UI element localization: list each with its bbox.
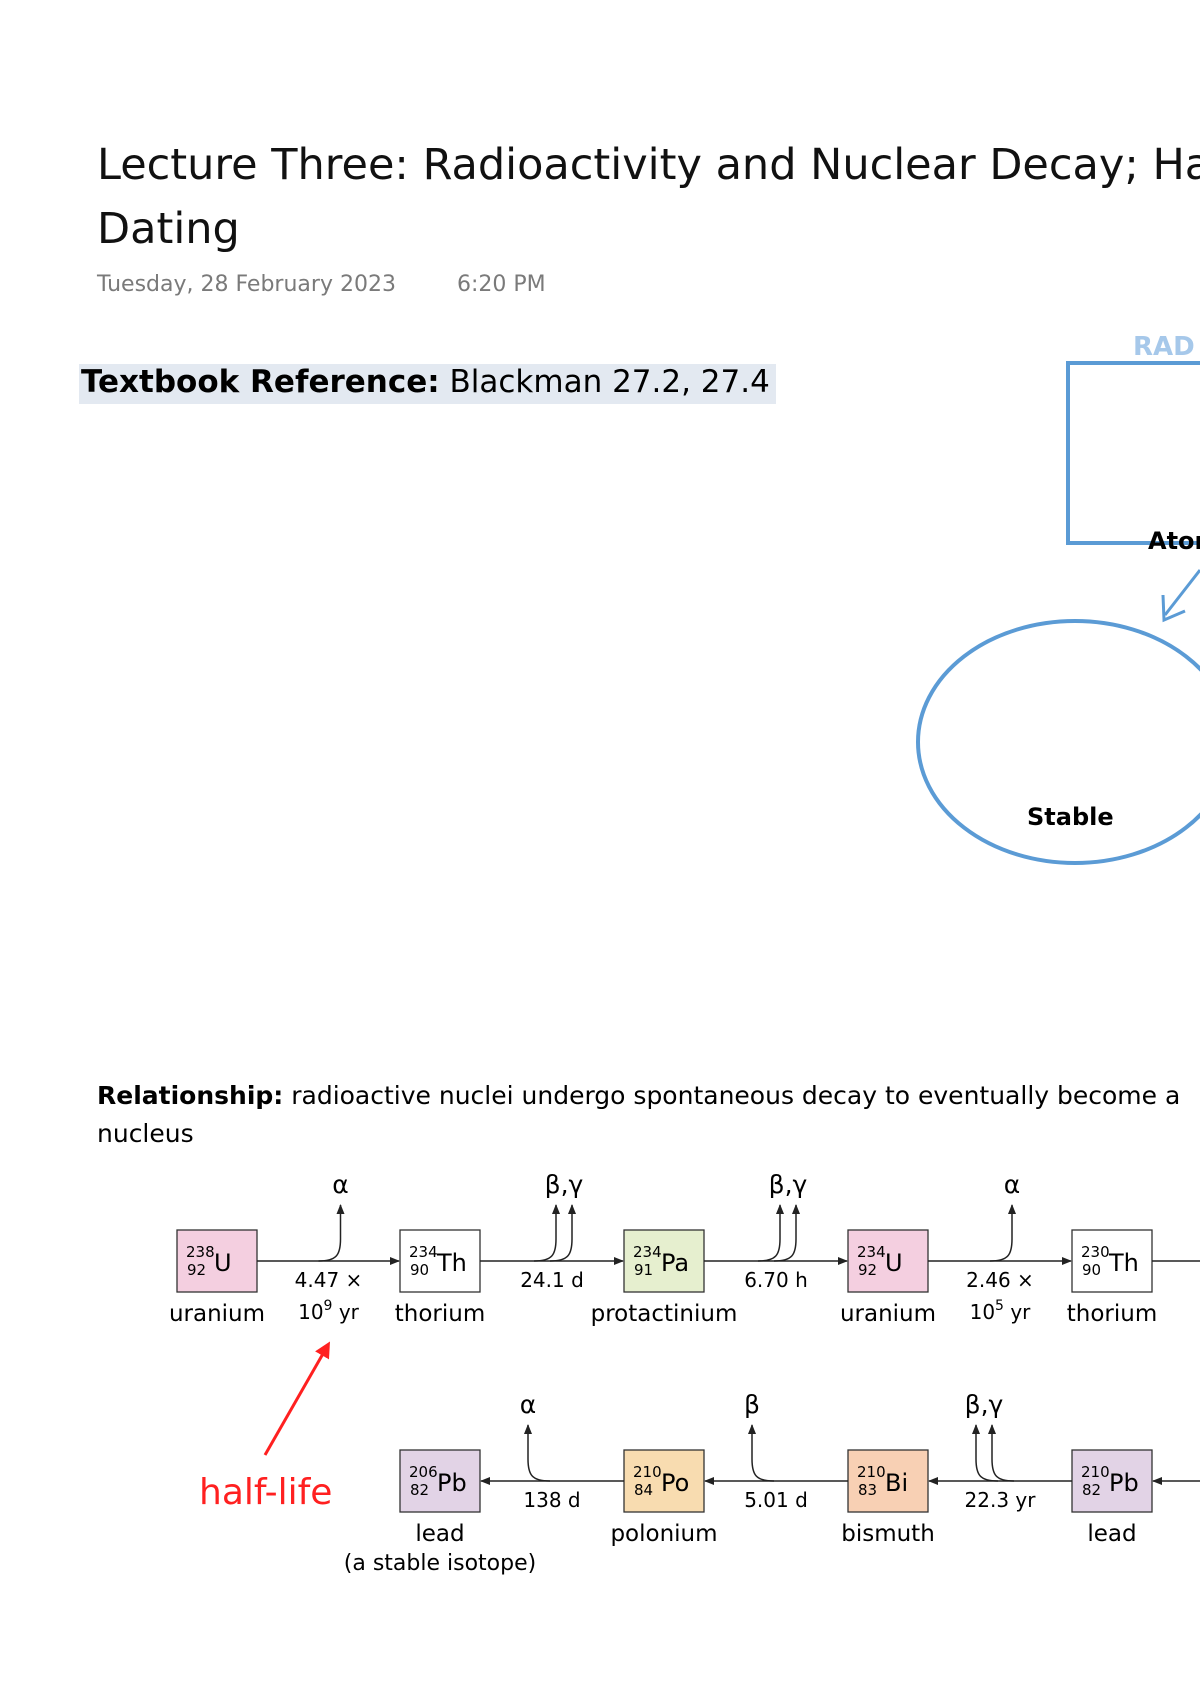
half-life-annotation-arrow (263, 1341, 330, 1456)
row1-isotope-1-atomic: 92 (187, 1261, 206, 1279)
row1-isotope-3-atomic: 91 (634, 1261, 653, 1279)
row2-step-2-halflife: 5.01 d (744, 1488, 808, 1512)
row2-isotope-3-mass: 210 (857, 1463, 886, 1481)
row1-isotope-1-name: uranium (169, 1301, 265, 1327)
row2-isotope-2-name: polonium (610, 1521, 717, 1547)
row2-step-2-emission-label: β (744, 1390, 760, 1419)
relationship-line-1: Relationship: radioactive nuclei undergo… (97, 1077, 1200, 1115)
row2-isotope-4-name: lead (1087, 1521, 1136, 1547)
row1-step-3-emission-arrow (757, 1204, 784, 1262)
row2-isotope-1-note: (a stable isotope) (344, 1551, 536, 1575)
relationship-text-1: radioactive nuclei undergo spontaneous d… (283, 1081, 1181, 1110)
row1-isotope-5-atomic: 90 (1082, 1261, 1101, 1279)
row1-isotope-2-mass: 234 (409, 1243, 438, 1261)
row1-isotope-5-symbol: Th (1108, 1249, 1139, 1277)
textbook-reference-value: Blackman 27.2, 27.4 (439, 364, 770, 400)
row2-step-2-emission-arrow (748, 1424, 775, 1482)
row2-step-3-emission-arrow (988, 1424, 1015, 1482)
stable-circle-label: Stable (1027, 803, 1114, 831)
relationship-paragraph: Relationship: radioactive nuclei undergo… (97, 1077, 1200, 1153)
row2-isotope-1-atomic: 82 (410, 1481, 429, 1499)
row1-step-4-halflife-power: 105 yr (970, 1298, 1032, 1324)
page-title: Lecture Three: Radioactivity and Nuclear… (97, 133, 1200, 261)
page-title-line-2: Dating (97, 204, 240, 254)
row1-isotope-2-box (399, 1229, 481, 1293)
half-life-annotation-label: half-life (199, 1472, 332, 1513)
row2-step-1-halflife: 138 d (523, 1488, 580, 1512)
row1-step-2-emission-arrow (549, 1204, 576, 1262)
row1-step-4-emission-arrow (989, 1204, 1016, 1262)
page-date: Tuesday, 28 February 2023 (97, 272, 396, 297)
row1-step-1-emission-label: α (332, 1170, 348, 1199)
row1-step-1-emission-arrow (318, 1204, 345, 1262)
row2-step-1-emission-arrow (524, 1424, 551, 1482)
relationship-text-2: nucleus (97, 1119, 194, 1148)
row2-isotope-4-symbol: Pb (1109, 1469, 1139, 1497)
row1-isotope-1-symbol: U (214, 1249, 232, 1277)
page-title-line-1: Lecture Three: Radioactivity and Nuclear… (97, 140, 1200, 190)
stable-circle (916, 619, 1200, 865)
row1-isotope-3-symbol: Pa (661, 1249, 689, 1277)
row1-step-3-emission-label: β,γ (769, 1170, 808, 1199)
row1-isotope-3-name: protactinium (591, 1301, 738, 1327)
row2-step-3-halflife: 22.3 yr (965, 1488, 1037, 1512)
row1-isotope-3-box (623, 1229, 705, 1293)
row1-isotope-4-symbol: U (885, 1249, 903, 1277)
textbook-reference-label: Textbook Reference: (81, 364, 440, 400)
page-date-row: Tuesday, 28 February 2023 6:20 PM (97, 272, 546, 297)
row1-isotope-4-name: uranium (840, 1301, 936, 1327)
row2-isotope-1-name: lead (415, 1521, 464, 1547)
row2-isotope-3-symbol: Bi (885, 1469, 908, 1497)
row2-isotope-1-symbol: Pb (437, 1469, 467, 1497)
row1-step-2-emission-arrow (533, 1204, 560, 1262)
relationship-label: Relationship: (97, 1081, 284, 1110)
arrow-to-stable (1163, 569, 1200, 616)
row2-isotope-3-atomic: 83 (858, 1481, 877, 1499)
arrow-to-stable-head (1161, 594, 1186, 623)
row1-step-4-halflife: 2.46 × (966, 1268, 1034, 1292)
row1-step-4-emission-label: α (1004, 1170, 1020, 1199)
row1-step-1-halflife: 4.47 × (295, 1268, 363, 1292)
row2-isotope-4-atomic: 82 (1082, 1481, 1101, 1499)
concept-map-header: RAD (1133, 332, 1195, 362)
row2-isotope-2-mass: 210 (633, 1463, 662, 1481)
row2-isotope-3-name: bismuth (841, 1521, 935, 1547)
row1-isotope-4-atomic: 92 (858, 1261, 877, 1279)
row1-isotope-5-name: thorium (1067, 1301, 1158, 1327)
concept-map: RAD Ator Stable (916, 332, 1200, 865)
atom-box-label: Ator (1148, 527, 1200, 555)
row2-isotope-4-mass: 210 (1081, 1463, 1110, 1481)
row1-isotope-1-mass: 238 (186, 1243, 215, 1261)
row1-step-1-halflife-power: 109 yr (298, 1298, 360, 1324)
row2-step-3-emission-arrow (972, 1424, 999, 1482)
row2-step-3-emission-label: β,γ (965, 1390, 1004, 1419)
row1-step-2-halflife: 24.1 d (520, 1268, 584, 1292)
row1-isotope-2-atomic: 90 (410, 1261, 429, 1279)
atom-box (1066, 361, 1200, 545)
row1-isotope-2-symbol: Th (436, 1249, 467, 1277)
row2-isotope-1-mass: 206 (409, 1463, 438, 1481)
page-time: 6:20 PM (456, 272, 546, 297)
row1-step-3-emission-arrow (773, 1204, 800, 1262)
textbook-reference: Textbook Reference: Blackman 27.2, 27.4 (79, 364, 776, 404)
row2-step-1-emission-label: α (520, 1390, 536, 1419)
row1-isotope-5-mass: 230 (1081, 1243, 1110, 1261)
row1-isotope-3-mass: 234 (633, 1243, 662, 1261)
row2-isotope-1-box (399, 1449, 481, 1513)
row1-isotope-4-mass: 234 (857, 1243, 886, 1261)
row2-isotope-2-atomic: 84 (634, 1481, 653, 1499)
row1-step-2-emission-label: β,γ (545, 1170, 584, 1199)
row2-isotope-2-symbol: Po (661, 1469, 689, 1497)
row1-step-3-halflife: 6.70 h (744, 1268, 808, 1292)
row1-isotope-2-name: thorium (395, 1301, 486, 1327)
